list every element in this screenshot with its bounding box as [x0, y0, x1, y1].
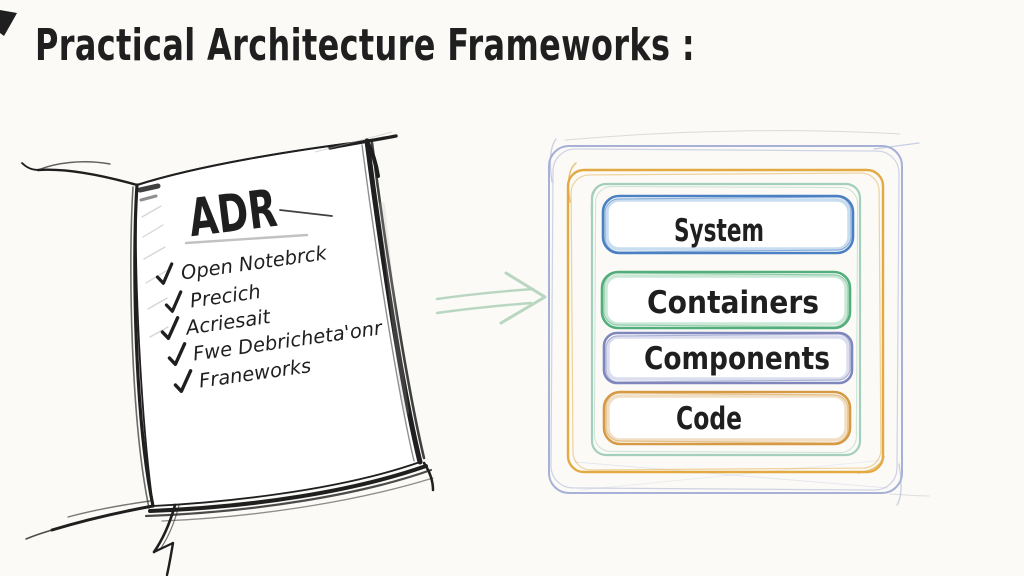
frame-inner: [590, 182, 862, 457]
check-icon: [167, 342, 187, 366]
cover-bottom-edge: [67, 500, 151, 518]
notebook: ADR Open Notebrck Precich Acriesait Fwe …: [21, 131, 435, 576]
arrow-right-icon: [435, 271, 547, 325]
level-box: [601, 194, 855, 255]
frame-overshoot: [857, 456, 885, 474]
cover-top-flick: [21, 162, 39, 171]
corner-scribble: [137, 183, 161, 193]
level-box-system: System: [601, 194, 855, 255]
bookmark-ribbon: [152, 503, 180, 576]
c4-diagram: System Containers Components Code: [548, 130, 930, 506]
cover-top-edge: [37, 161, 111, 171]
level-box-components: Components: [602, 331, 854, 385]
cover-top-edge: [36, 168, 139, 187]
arrow-line: [435, 301, 533, 315]
page-right-edge: [370, 141, 426, 460]
ribbon-stroke: [160, 504, 180, 549]
level-label: Components: [644, 341, 830, 377]
level-box: [602, 331, 854, 385]
hatch-line: [149, 326, 169, 338]
frame-overshoot: [590, 185, 600, 222]
level-label: Code: [676, 401, 742, 437]
check-icon: [164, 290, 183, 313]
level-box-code: Code: [602, 390, 852, 446]
page-title: Practical Architecture Frameworks :: [35, 20, 695, 71]
arrow-line: [435, 287, 535, 301]
frame-middle: [566, 168, 885, 474]
level-box: [602, 390, 852, 446]
page-bottom-edge: [161, 477, 434, 522]
ribbon-stroke: [152, 541, 175, 554]
level-box-sketch: [605, 333, 851, 383]
level-label: Containers: [647, 285, 819, 321]
page-bottom-edge: [148, 464, 428, 513]
corner-flick: [365, 139, 380, 178]
edge-artifact: [0, 10, 17, 36]
level-box-inner-shade: [606, 394, 848, 442]
level-box-inner-shade: [606, 335, 850, 381]
frame-overshoot: [549, 138, 557, 183]
frame-outer: [548, 145, 903, 494]
sketch-diagonal: [579, 459, 886, 491]
spine-stroke: [130, 186, 150, 509]
level-box-inner-shade: [604, 274, 848, 326]
edge-shading: [379, 202, 409, 415]
hatch-line: [143, 246, 166, 260]
pencil-overshoot: [564, 130, 901, 141]
level-box-sketch: [604, 196, 852, 253]
frame-inner-sketch: [593, 185, 859, 454]
check-icon: [155, 262, 174, 285]
check-icon: [173, 369, 193, 393]
gutter-hatching: [141, 205, 169, 338]
page-right-edge: [364, 138, 423, 465]
frame-overshoot: [896, 463, 902, 506]
spine-stroke: [133, 183, 155, 508]
page-right-edge: [361, 144, 415, 462]
frame-overshoot: [889, 493, 930, 497]
page-bottom-edge: [144, 468, 433, 518]
level-box: [600, 270, 852, 330]
level-box-inner-shade: [605, 198, 851, 251]
frame-overshoot: [873, 142, 920, 150]
check-icon: [160, 316, 180, 340]
cover-bottom-edge: [25, 529, 53, 540]
heading-side-line: [279, 209, 333, 217]
ribbon-stroke: [152, 503, 177, 554]
heading-underline: [184, 233, 309, 245]
level-label: System: [674, 213, 764, 249]
corner-scribble: [139, 194, 158, 202]
ribbon-stroke: [165, 541, 175, 576]
sketch-diagonal: [574, 461, 889, 489]
hatch-line: [147, 297, 168, 310]
cover-bottom-edge: [50, 504, 155, 532]
level-box-containers: Containers: [600, 270, 852, 330]
hatch-line: [141, 205, 162, 218]
frame-middle-sketch: [570, 172, 882, 471]
pencil-overshoot: [314, 131, 393, 153]
arrow-head: [499, 271, 547, 325]
corner-flick: [422, 461, 435, 492]
frame-outer-sketch: [550, 148, 900, 491]
frame-overshoot: [567, 162, 577, 203]
level-box-sketch: [603, 272, 849, 328]
hatch-line: [142, 224, 164, 238]
level-box-sketch: [605, 392, 849, 444]
